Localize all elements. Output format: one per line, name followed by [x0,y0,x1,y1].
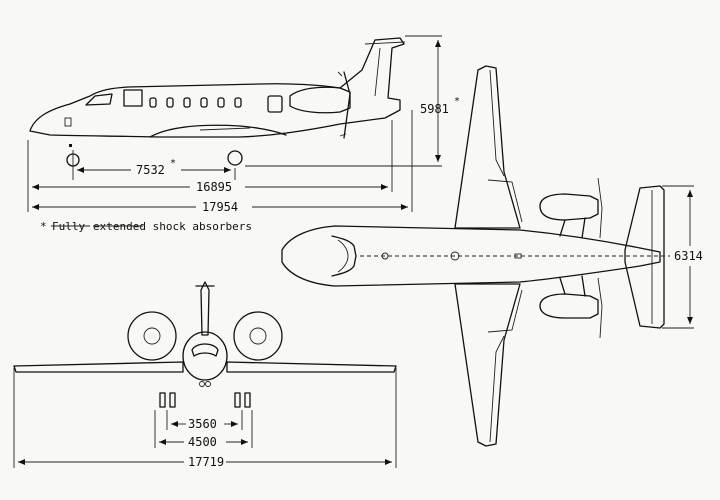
height-label: 5981 [420,102,449,116]
plan-flap-upper [487,179,523,223]
plan-pylon-upper [559,217,586,239]
footnote-mark: * [40,220,47,233]
outer-gear-track-dimension: 4500 [154,410,253,449]
side-windshield [85,93,113,106]
side-cabin-window [166,97,174,108]
side-propeller [343,71,351,139]
footnote: * Fully extended shock absorbers [40,220,252,233]
plan-engine-upper [539,193,599,221]
front-view [13,281,397,408]
tailplane-span-label: 6314 [674,249,703,263]
plan-detail-mark [514,253,522,259]
side-cabin-window [183,97,191,108]
front-nose-gear [205,381,211,387]
footnote-struck-text: Fully [52,220,85,233]
wingspan-dimension: 17719 [13,368,397,469]
side-cabin-window [217,97,225,108]
plan-pylon-lower [559,275,586,297]
plan-fuselage-outline [281,225,661,287]
side-door-window [267,95,283,113]
plan-wing-lower [454,283,521,447]
side-cabin-window [200,97,208,108]
side-wing-root [199,127,251,131]
footnote-text: extended shock absorbers [93,220,252,233]
front-windshield [191,343,219,357]
side-cabin-window [234,97,242,108]
plan-detail-mark [450,251,460,261]
front-propeller-disc-left [127,311,177,361]
plan-propeller-lower [597,277,603,339]
front-main-gear [244,392,251,408]
height-mark: * [454,96,460,107]
side-cabin-window [149,97,157,108]
outer-gear-track-label: 4500 [188,435,217,449]
front-main-gear [169,392,176,408]
side-main-wheel [227,150,243,166]
front-main-gear [234,392,241,408]
plan-view [281,65,670,447]
side-overall-length-dimension: 17954 [32,200,408,214]
side-rudder [374,47,381,97]
overall-length-label: 17954 [202,200,238,214]
side-wing-fairing [149,124,287,138]
side-nose-door [64,117,72,127]
front-nose-gear [199,381,205,387]
side-view [29,37,406,167]
plan-wing-upper [454,65,521,229]
side-nose-leg [69,144,72,147]
fuselage-length-label: 16895 [196,180,232,194]
main-gear-track-dimension: 3560 [166,410,243,431]
front-spinner-right [249,327,267,345]
tailplane-span-dimension: 6314 [662,185,703,329]
side-fuselage-length-dimension: 16895 [27,110,413,212]
wheelbase-label: 7532 [136,163,165,177]
wingspan-label: 17719 [188,455,224,469]
front-wing-right [226,361,397,373]
front-vertical-tail [200,281,210,336]
side-tailplane [364,41,406,45]
plan-detail-mark [381,252,389,260]
front-spinner-left [143,327,161,345]
plan-flap-lower [487,289,523,333]
front-main-gear [159,392,166,408]
plan-aileron-lower [489,335,505,443]
plan-tailplane [624,185,665,329]
main-gear-track-label: 3560 [188,417,217,431]
side-wheelbase-dimension: 7532 * [72,150,236,180]
wheelbase-mark: * [170,158,176,169]
plan-cockpit-canopy [331,235,357,277]
side-height-dimension: 5981 * [245,35,460,167]
side-cockpit-window [123,89,143,107]
plan-propeller-upper [597,177,603,239]
plan-aileron-upper [489,69,505,177]
side-fuselage-outline [29,37,405,138]
front-propeller-disc-right [233,311,283,361]
front-fuselage [182,331,228,381]
side-engine-nacelle [289,86,351,114]
plan-engine-lower [539,293,599,319]
front-wing-left [13,361,184,373]
